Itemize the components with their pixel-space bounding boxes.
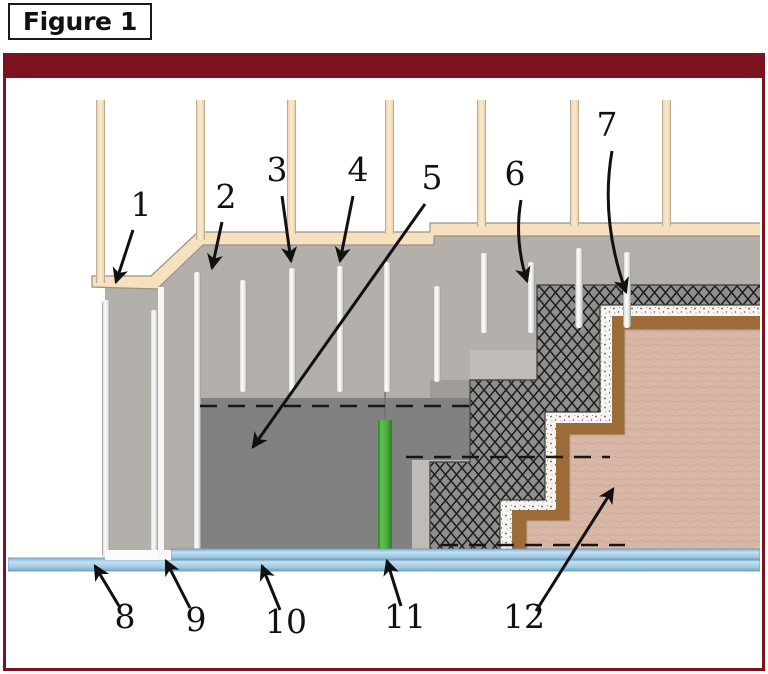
framing-bottom-plate xyxy=(91,222,760,290)
moisture-barrier-upper xyxy=(171,549,760,560)
framing-studs xyxy=(96,100,671,283)
callout-label-12: 12 xyxy=(503,597,545,636)
callout-label-6: 6 xyxy=(505,154,526,193)
stucco-outline xyxy=(526,329,760,557)
concrete-footing-ledge xyxy=(412,398,470,460)
callout-label-7: 7 xyxy=(597,105,618,144)
page-title: Figure 1 xyxy=(22,7,138,36)
grade-dashed-lines xyxy=(200,404,625,547)
callout-label-9: 9 xyxy=(186,600,207,639)
callout-numbers: 1 2 3 4 5 6 7 8 9 10 11 12 xyxy=(115,105,618,641)
assembly-group xyxy=(8,100,760,572)
floor-sliver xyxy=(105,550,171,560)
callout-label-8: 8 xyxy=(115,597,136,636)
stucco-finish-coat xyxy=(527,330,760,556)
callout-label-1: 1 xyxy=(131,185,152,224)
callout-label-3: 3 xyxy=(267,150,288,189)
callout-label-4: 4 xyxy=(348,150,369,189)
insulation-outline xyxy=(499,304,760,564)
drainage-strip-green xyxy=(378,420,392,560)
callout-leaders xyxy=(93,150,629,612)
callout-label-10: 10 xyxy=(265,602,307,641)
metal-lath-outline xyxy=(429,284,760,564)
figure-title-box: Figure 1 xyxy=(8,3,152,40)
figure-banner xyxy=(3,53,765,78)
concrete-footing-core xyxy=(196,398,412,563)
callout-label-2: 2 xyxy=(216,177,237,216)
inner-face-sliver xyxy=(158,287,164,559)
callout-label-5: 5 xyxy=(422,158,443,197)
callout-label-11: 11 xyxy=(384,597,426,636)
